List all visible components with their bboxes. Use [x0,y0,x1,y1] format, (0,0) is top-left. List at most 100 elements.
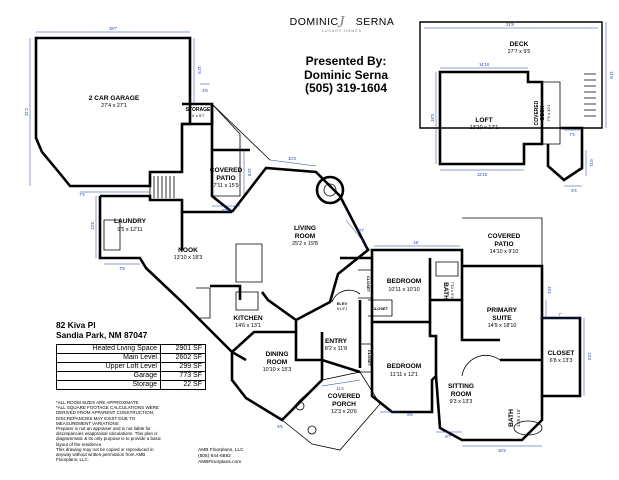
area-row: Storage 22 SF [56,380,206,390]
note-line: *ALL SQUARE FOOTAGE CALCULATIONS WERE [56,405,159,411]
upper-stair-treads [584,73,596,117]
dim-bath-bottom: 18'2 [498,448,506,453]
kitchen-name: KITCHEN [233,315,263,322]
area-value: 773 SF [160,371,206,381]
closet-small-outline [368,299,393,317]
note-line: DISCREPANCIES MAY EXIST DUE TO [56,415,136,421]
bath-primary-name: BATH [508,409,515,427]
company-website: AMBFloorplans.com [198,460,242,465]
dim-garage-bottom: 7'4 [79,192,85,197]
brand-name: DOMINIC SERNA [286,16,398,28]
dim-porch-bottom: 6'5 [277,424,283,429]
disclaimer-notes: *ALL ROOM SIZES ARE APPROXIMATE *ALL SQU… [56,400,206,462]
loft-name: LOFT [475,117,492,124]
area-value: 22 SF [160,380,206,390]
dim-patio-bottom: 7'11 [222,208,230,213]
brand-tagline: LUXURY HOMES [322,29,362,33]
note-line: layout of the residence. [56,441,103,447]
address-line1: 82 Kiva Pl [56,320,96,330]
covered-porch-outline [281,371,381,451]
fireplace-inner [323,183,337,197]
dining-name-b: ROOM [267,359,288,366]
covered-patio-left-dim: 7'11 x 15'9 [213,183,238,189]
note-line: diagrammatic & its only purpose is to pr… [56,436,162,442]
dim-living-right: 18' [413,240,419,245]
note-line: discrepancies w/appraisal calculations. … [56,431,158,437]
dim-bed2-bottom: 8'6 [407,412,413,417]
bath1-fixtures [435,261,459,277]
dim-living-top: 10'3 [288,156,296,161]
note-line: DERIVED FROM APPARENT CONSTRUCTION; [56,410,155,416]
bathtub [513,420,543,436]
note-line: Floorplans, LLC. [56,457,90,463]
dim-garage-top: 28'7 [109,26,117,31]
laundry-dim: 9'5 x 12'11 [117,227,142,233]
garage-dim: 27'4 x 27'1 [101,103,127,109]
primary-dim: 14'9 x 18'10 [488,323,517,329]
closet-v2-name: CLOSET [367,350,372,367]
sitting-name-b: ROOM [451,391,472,398]
deck-name: DECK [510,41,529,48]
note-line: MEASUREMENT VARIATIONS [56,420,119,426]
nook-dim: 13'10 x 18'3 [174,255,203,261]
bath1-name: BATH [442,282,449,300]
fireplace [315,175,345,205]
note-line: *ALL ROOM SIZES ARE APPROXIMATE [56,400,139,405]
area-label: Main Level [56,353,161,363]
closet-small-name: CLOSET [372,306,389,311]
primary-name-b: SUITE [492,315,512,322]
covered-deck-name-a: COVERED [534,100,540,125]
dim-laundry-left: 13'5 [90,221,95,229]
presenter-line1: Presented By: [305,54,387,68]
brand-name-left: DOMINIC [289,16,339,28]
nook-kitchen-divider [180,212,298,332]
area-row: Garage 773 SF [56,371,206,381]
laundry-stairs [103,219,121,251]
covered-patio-left-outline [211,103,241,197]
covered-patio-left-name-a: COVERED [210,167,243,174]
living-diagonal-line [211,103,271,161]
entry-dim: 8'2 x 11'8 [325,346,347,352]
dim-deck-right: 11'9 [609,71,614,79]
area-table: Heated Living Space 2901 SF Main Level 2… [56,344,206,390]
dining-name-a: DINING [265,351,288,358]
dim-cd-right: 7'3 [569,132,575,137]
garage-walls [34,36,192,188]
entry-walls [320,300,362,374]
presenter-name: Dominic Serna [303,67,389,82]
covered-patio-right-name-a: COVERED [488,233,521,240]
closet-v1-outline [358,269,373,299]
note-line: anyway without written permission from A… [56,452,146,458]
sitting-room-arc [461,354,501,377]
covered-deck-name-b: DECK [540,106,546,121]
covered-patio-right-dim: 14'10 x 9'10 [490,249,519,255]
sitting-dim: 9'3 x 13'3 [450,399,473,405]
area-value: 299 SF [160,362,206,372]
dim-storage-top: 4'6 [202,88,208,93]
storage-name: STORAGE [186,107,211,113]
bedroom1-name: BEDROOM [387,278,422,285]
living-dim: 25'2 x 19'8 [292,241,318,247]
dim-sitting-bottom: 9'7 [445,434,451,439]
dining-dim: 10'10 x 15'3 [263,367,292,373]
garage-steps [149,172,175,200]
dim-loft-bottom: 12'10 [477,172,488,177]
dim-living-diag: 10'7 [356,228,364,233]
area-row: Heated Living Space 2901 SF [56,344,206,354]
dim-stair-right: 9'4 [571,188,577,193]
area-value: 2901 SF [160,344,206,354]
covered-patio-right-name-b: PATIO [494,241,513,248]
covered-deck-outline [528,81,561,145]
brand-logo: DOMINIC SERNA LUXURY HOMES J [286,12,398,33]
porch-dim: 12'3 x 20'6 [331,409,357,415]
brand-signature-glyph: J [337,12,345,31]
dim-lines [29,22,607,447]
garage-name: 2 CAR GARAGE [89,95,140,102]
laundry-name: LAUNDRY [114,218,147,225]
bedroom2-dim: 11'11 x 12'1 [390,372,418,378]
deck-dim: 27'7 x 9'5 [508,49,531,55]
storage-dim: 4' x 5'7 [192,113,205,118]
bedroom1-dim: 10'11 x 10'10 [388,287,419,293]
area-label: Storage [56,380,161,390]
